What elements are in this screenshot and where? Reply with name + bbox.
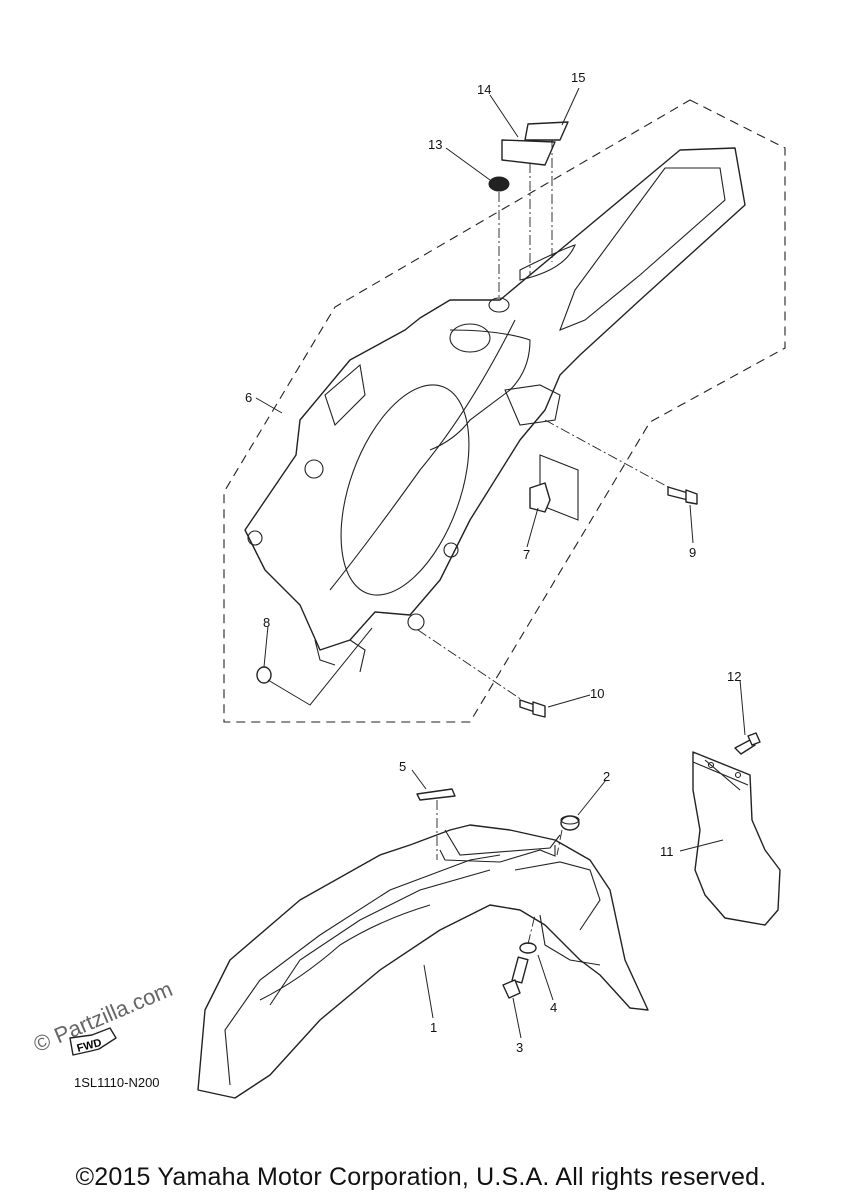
callout-12: 12: [727, 669, 741, 684]
callout-15: 15: [571, 70, 585, 85]
callout-7: 7: [523, 547, 530, 562]
callout-9: 9: [689, 545, 696, 560]
bolt-3: [502, 956, 529, 999]
decal-15: [524, 121, 569, 141]
rear-fender: [244, 147, 746, 673]
callout-13: 13: [428, 137, 442, 152]
callout-10: 10: [590, 686, 604, 701]
grommet-2: [560, 815, 580, 831]
mud-flap: [692, 751, 781, 926]
callout-8: 8: [263, 615, 270, 630]
emblem-13: [488, 176, 510, 192]
callout-11: 11: [660, 844, 674, 859]
callout-14: 14: [477, 82, 491, 97]
callout-2: 2: [603, 769, 610, 784]
callout-3: 3: [516, 1040, 523, 1055]
callout-5: 5: [399, 759, 406, 774]
diagram-code: 1SL1110-N200: [74, 1075, 160, 1090]
decal-5: [416, 788, 456, 801]
nut-7: [529, 482, 551, 513]
screw-12: [734, 732, 761, 755]
fwd-arrow: FWD: [69, 1027, 117, 1056]
bolt-9: [667, 486, 698, 505]
washer-4: [519, 942, 537, 954]
decal-14: [501, 139, 556, 166]
callout-4: 4: [550, 1000, 557, 1015]
callout-1: 1: [430, 1020, 437, 1035]
callout-6: 6: [245, 390, 252, 405]
copyright-notice: ©2015 Yamaha Motor Corporation, U.S.A. A…: [75, 1163, 767, 1191]
front-fender: [197, 824, 649, 1099]
bolt-10: [519, 699, 546, 718]
rear-fender-assembly-boundary: [223, 99, 786, 723]
